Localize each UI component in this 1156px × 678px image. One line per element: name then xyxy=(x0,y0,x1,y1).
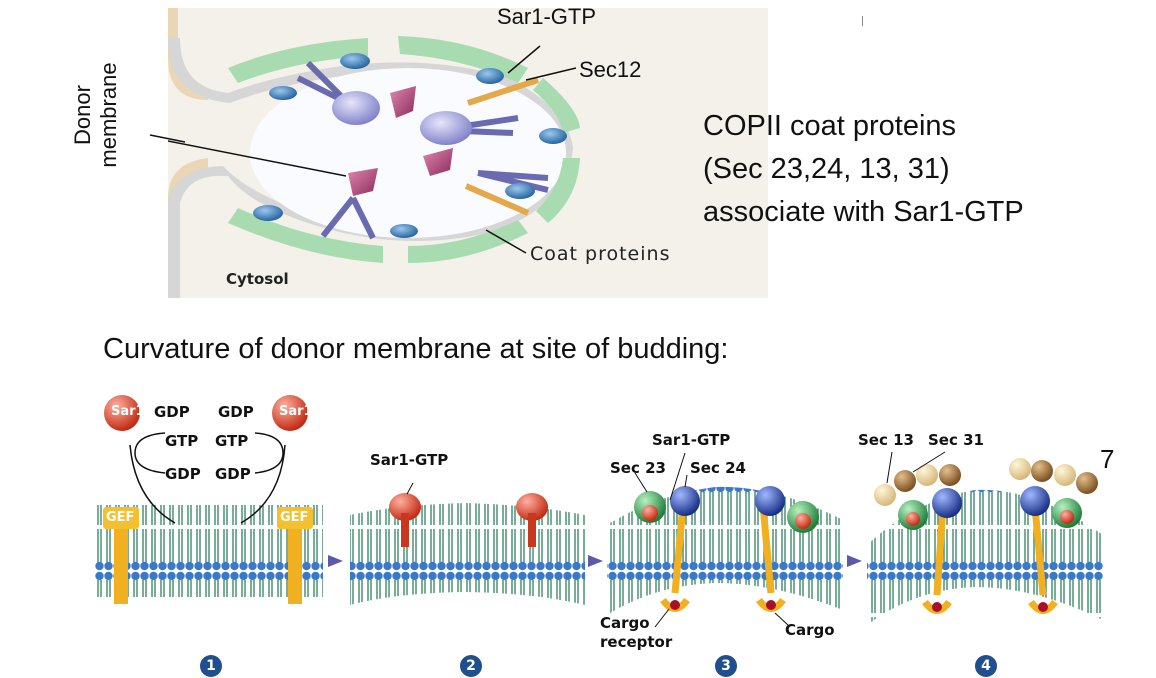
step1-gtp-right: GTP xyxy=(215,432,249,450)
step-4-panel xyxy=(867,451,1103,625)
step3-cargo-receptor: Cargo receptor xyxy=(600,614,673,651)
step1-sar1-right: Sar1 xyxy=(279,404,313,419)
step1-gef-left: GEF xyxy=(106,510,135,525)
description-block: COPII coat proteins (Sec 23,24, 13, 31) … xyxy=(703,105,1024,234)
sar1-gtp-left xyxy=(389,493,421,521)
step3-cargo: Cargo xyxy=(785,621,835,639)
leader-cargo-receptor xyxy=(654,608,670,628)
sec24-right xyxy=(755,486,785,516)
cargo-receptor-right xyxy=(759,504,775,594)
leader-coat xyxy=(485,229,527,254)
bilayer-2 xyxy=(350,503,585,605)
step2-sar1gtp: Sar1-GTP xyxy=(370,451,449,469)
sar1-left-sphere xyxy=(104,395,140,431)
exchange-arrow-right xyxy=(240,444,286,524)
exchange-arrow-left xyxy=(129,444,176,524)
sec24-right-4 xyxy=(1020,486,1050,516)
sec12-bar xyxy=(467,77,539,106)
cargo-protein xyxy=(390,86,416,118)
label-sar1-gtp: Sar1-GTP xyxy=(497,4,597,29)
step1-gdp2-left: GDP xyxy=(165,465,201,483)
description-line-1: COPII coat proteins xyxy=(703,110,957,142)
sar1-gtp-right xyxy=(516,493,548,521)
leader-sec13 xyxy=(886,451,893,484)
bilayer-3 xyxy=(607,486,843,615)
adaptor-protein xyxy=(420,111,472,145)
sar1-left-4 xyxy=(906,512,920,526)
leader-donor xyxy=(168,140,347,177)
step1-gdp-right: GDP xyxy=(218,403,254,421)
gef-right-head xyxy=(277,507,313,529)
sar1-proteins xyxy=(253,53,567,238)
step3-sec23: Sec 23 xyxy=(610,459,666,477)
sar1-in-sec23-left xyxy=(642,505,658,521)
sar1-anchor-right xyxy=(528,513,536,547)
step3-sar1gtp: Sar1-GTP xyxy=(652,431,731,449)
membrane-outline xyxy=(168,38,573,298)
description-line-2: (Sec 23,24, 13, 31) xyxy=(703,153,950,185)
vesicle-budding-diagram: Cytosol xyxy=(168,8,768,298)
sec24-left-4 xyxy=(932,488,962,518)
leader-sar1gtp-3 xyxy=(669,452,686,501)
step-number-1: 1 xyxy=(200,655,222,677)
coat-protein-segments xyxy=(228,36,580,263)
step3-sec24: Sec 24 xyxy=(690,459,746,477)
cytosol-label: Cytosol xyxy=(226,270,289,288)
description-line-3: associate with Sar1-GTP xyxy=(703,196,1024,228)
step-number-4: 4 xyxy=(975,655,997,677)
arrow-1-to-2 xyxy=(328,555,343,567)
cargo-protein xyxy=(348,168,378,196)
sar1-right-4 xyxy=(1060,510,1074,524)
step4-sec13: Sec 13 xyxy=(858,431,914,449)
leader-sec31 xyxy=(912,451,946,473)
budding-steps-diagram xyxy=(95,395,1103,628)
step1-gdp-left: GDP xyxy=(154,403,190,421)
sar1-in-sec23-right xyxy=(795,513,811,529)
gef-left-head xyxy=(103,507,139,529)
gef-left-stem xyxy=(114,510,128,604)
step4-sec31: Sec 31 xyxy=(928,431,984,449)
step1-gef-right: GEF xyxy=(280,510,309,525)
gef-right-stem xyxy=(288,510,302,604)
cargo-receptor-left xyxy=(671,504,687,594)
cycle-arrow-left xyxy=(134,432,166,474)
leader-sar1gtp-2 xyxy=(406,482,414,495)
step-3-panel xyxy=(607,452,843,628)
subtitle: Curvature of donor membrane at site of b… xyxy=(103,333,729,365)
leader-sec12 xyxy=(525,67,577,81)
leader-sec23 xyxy=(634,472,648,493)
page-number: 7 xyxy=(1100,444,1115,474)
step1-gtp-left: GTP xyxy=(165,432,199,450)
label-coat-proteins: Coat proteins xyxy=(530,243,671,265)
arrow-3-to-4 xyxy=(847,555,862,567)
sec24-left xyxy=(670,486,700,516)
step-number-2: 2 xyxy=(460,655,482,677)
sar1-anchor-left xyxy=(401,513,409,547)
sec12-bar xyxy=(464,183,530,216)
step-1-panel xyxy=(95,395,323,604)
cycle-arrow-right xyxy=(254,432,284,474)
sec13-sec31-cage xyxy=(874,458,1098,506)
cargo-molecule-left-4 xyxy=(932,602,942,612)
cargo-protein xyxy=(423,148,453,176)
cargo-receptor-left-4 xyxy=(933,506,947,596)
cargo-molecule-right-4 xyxy=(1038,602,1048,612)
sar1-right-sphere xyxy=(272,395,308,431)
stray-mark xyxy=(862,16,863,26)
leader-sar1gtp xyxy=(507,45,541,74)
adaptor-protein xyxy=(332,91,380,125)
cargo-receptor-right-4 xyxy=(1031,506,1047,596)
label-sec12: Sec12 xyxy=(579,57,642,82)
cargo-molecule-left xyxy=(670,600,680,610)
step-2-panel xyxy=(350,482,585,605)
leader-donor-ext xyxy=(149,134,185,143)
leader-cargo xyxy=(774,612,789,626)
step-number-3: 3 xyxy=(715,655,737,677)
label-donor-membrane: Donor membrane xyxy=(70,62,121,168)
arrow-2-to-3 xyxy=(588,555,603,567)
step1-gdp2-right: GDP xyxy=(215,465,251,483)
step1-sar1-left: Sar1 xyxy=(111,404,145,419)
leader-sec24 xyxy=(684,474,688,488)
cargo-molecule-right xyxy=(766,600,776,610)
